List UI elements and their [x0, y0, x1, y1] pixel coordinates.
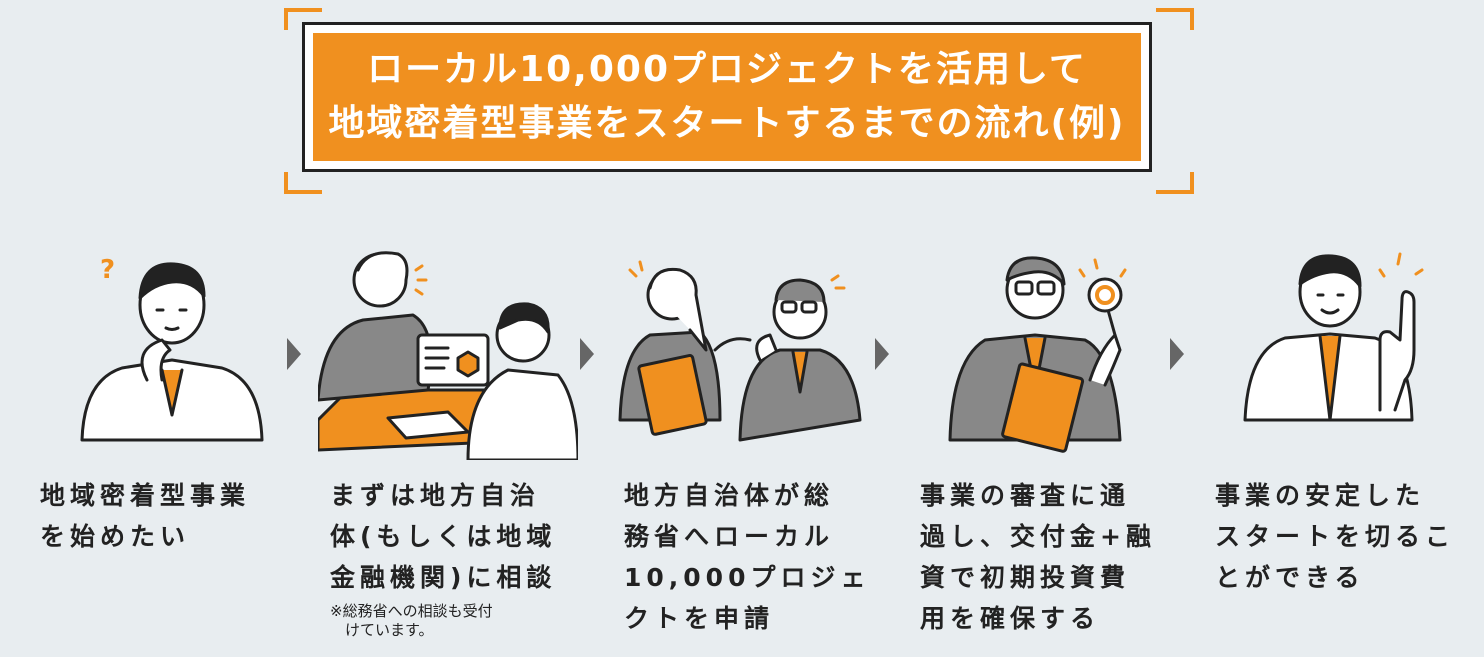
step-4 — [930, 240, 1190, 464]
arrow-right-icon — [287, 338, 301, 370]
svg-text:?: ? — [100, 255, 115, 285]
step-1: ? — [62, 240, 322, 464]
man-pointing-up-icon — [1243, 252, 1424, 422]
title-line-1: ローカル10,000プロジェクトを活用して — [367, 49, 1087, 90]
step-3-caption: 地方自治体が総 務省へローカル 10,000プロジェ クトを申請 — [624, 481, 871, 633]
title-banner: ローカル10,000プロジェクトを活用して 地域密着型事業をスタートするまでの流… — [270, 8, 1194, 194]
arrow-right-icon — [580, 338, 594, 370]
title-frame: ローカル10,000プロジェクトを活用して 地域密着型事業をスタートするまでの流… — [302, 22, 1152, 172]
man-thinking-icon: ? — [80, 255, 264, 442]
step-5 — [1230, 240, 1484, 464]
corner-bracket-top-right — [1156, 8, 1194, 30]
title-line-2: 地域密着型事業をスタートするまでの流れ(例) — [328, 103, 1126, 144]
step-3 — [610, 240, 870, 464]
approval-icon — [948, 256, 1127, 453]
step-2 — [316, 240, 580, 464]
corner-bracket-bottom-left — [284, 172, 322, 194]
application-icon — [618, 260, 862, 442]
corner-bracket-top-left — [284, 8, 322, 30]
corner-bracket-bottom-right — [1156, 172, 1194, 194]
step-4-caption: 事業の審査に通 過し、交付金+融 資で初期投資費 用を確保する — [920, 481, 1156, 633]
step-5-caption: 事業の安定した スタートを切るこ とができる — [1215, 481, 1456, 592]
consultation-icon — [316, 251, 580, 462]
step-1-caption: 地域密着型事業 を始めたい — [40, 481, 251, 551]
step-2-note: ※総務省への相談も受付 けています。 — [330, 602, 493, 639]
step-2-caption: まずは地方自治 体(もしくは地域 金融機関)に相談 — [330, 481, 557, 592]
arrow-right-icon — [875, 338, 889, 370]
page-title: ローカル10,000プロジェクトを活用して 地域密着型事業をスタートするまでの流… — [313, 33, 1141, 161]
arrow-right-icon — [1170, 338, 1184, 370]
